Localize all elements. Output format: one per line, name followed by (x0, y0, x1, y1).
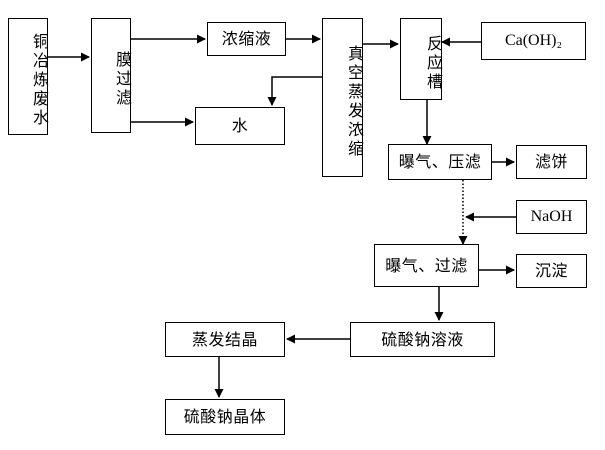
node-water-label: 水 (231, 116, 249, 135)
node-sodium-sulfate-crystal: 硫酸钠晶体 (165, 399, 285, 435)
node-membrane-filtration: 膜过滤 (91, 18, 132, 133)
node-filter-cake: 滤饼 (516, 145, 587, 179)
node-reaction-tank-label: 反应槽 (424, 34, 443, 92)
node-naoh-label: NaOH (530, 208, 573, 225)
node-caoh2: Ca(OH)₂ (481, 22, 586, 60)
node-filter-cake-label: 滤饼 (534, 152, 568, 171)
node-concentrate: 浓缩液 (207, 22, 286, 56)
node-sodium-sulfate-crystal-label: 硫酸钠晶体 (183, 407, 267, 426)
node-vacuum-evaporation-label: 真空蒸发浓缩 (345, 44, 364, 159)
node-sodium-sulfate-solution-label: 硫酸钠溶液 (381, 329, 464, 349)
node-precipitate-label: 沉淀 (534, 261, 568, 280)
node-wastewater: 铜冶炼废水 (8, 18, 49, 135)
node-caoh2-label: Ca(OH)₂ (504, 32, 563, 49)
node-water: 水 (195, 107, 285, 145)
node-aeration-press: 曝气、压滤 (388, 144, 492, 180)
node-concentrate-label: 浓缩液 (221, 29, 272, 48)
node-aeration-filter-label: 曝气、过滤 (385, 255, 468, 275)
arrow-vacuum-to-water (267, 76, 322, 106)
node-naoh: NaOH (516, 200, 587, 234)
node-membrane-filtration-label: 膜过滤 (113, 51, 132, 108)
node-wastewater-label: 铜冶炼废水 (30, 33, 49, 128)
node-aeration-filter: 曝气、过滤 (374, 244, 479, 287)
node-evaporation-crystallization-label: 蒸发结晶 (191, 329, 258, 349)
node-sodium-sulfate-solution: 硫酸钠溶液 (350, 322, 495, 357)
node-precipitate: 沉淀 (516, 254, 587, 288)
node-evaporation-crystallization: 蒸发结晶 (165, 322, 285, 357)
node-vacuum-evaporation: 真空蒸发浓缩 (322, 18, 364, 177)
node-reaction-tank: 反应槽 (400, 18, 443, 100)
node-aeration-press-label: 曝气、压滤 (398, 152, 482, 171)
